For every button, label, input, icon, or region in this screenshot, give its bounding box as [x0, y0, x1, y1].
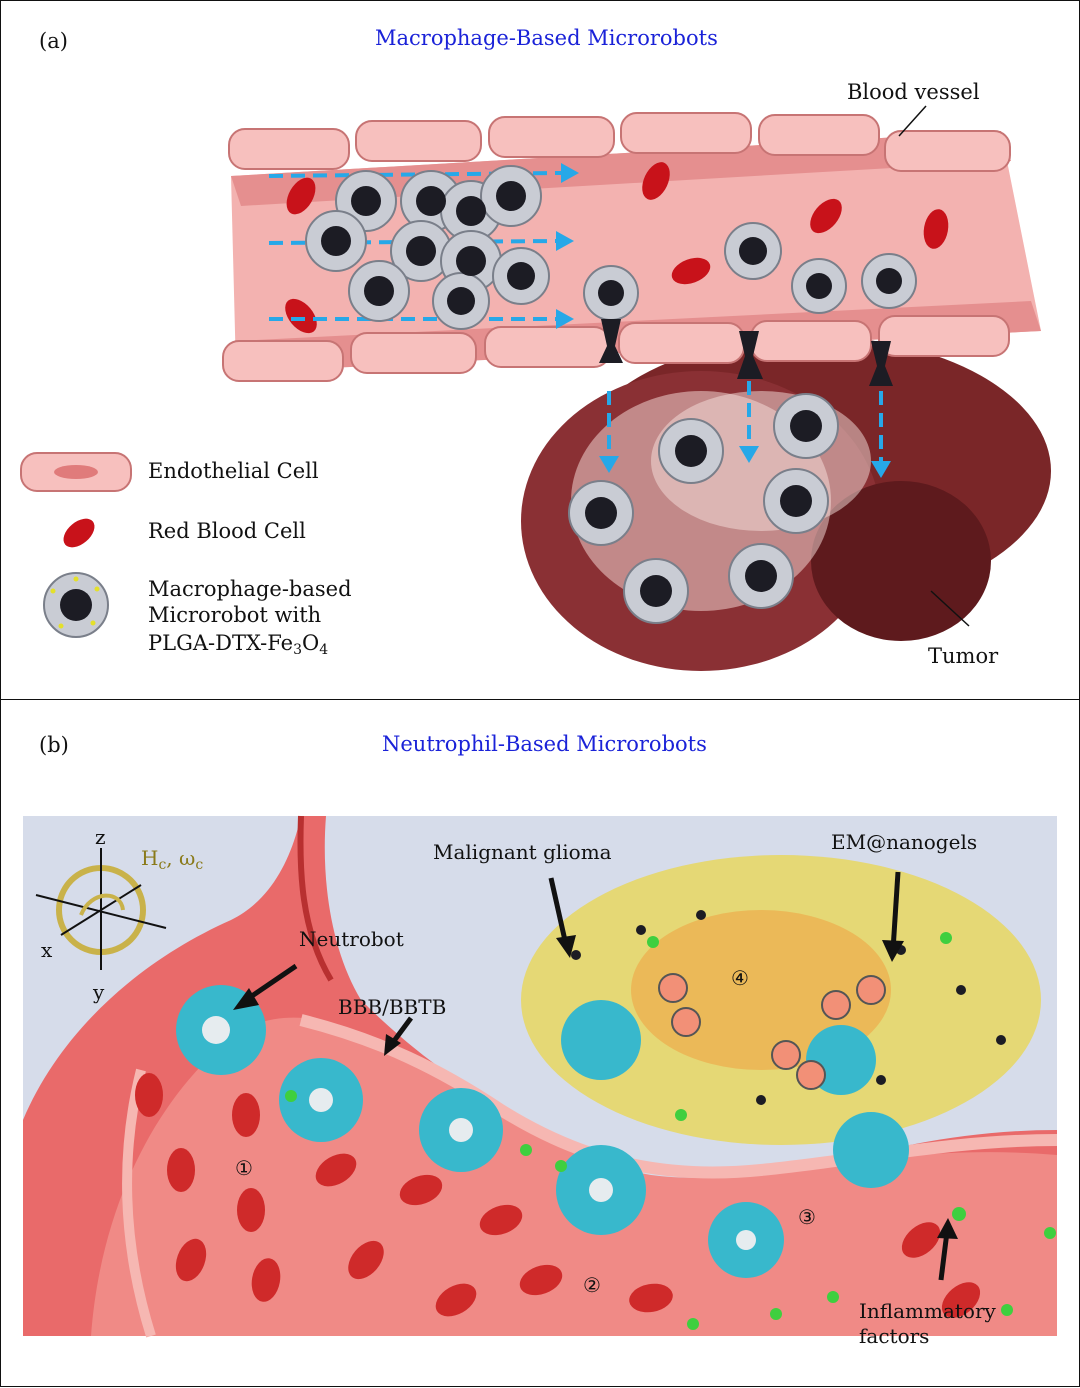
panel-b-letter: (b): [39, 733, 69, 757]
glioma-label: Malignant glioma: [433, 840, 612, 864]
legend-endothelial-label: Endothelial Cell: [148, 459, 319, 483]
legend-microrobot-line1: Macrophage-based: [148, 577, 352, 601]
vessel-red-blood-cells: [285, 162, 949, 334]
axis-y-label: y: [93, 980, 105, 1004]
panel-b: (b) Neutrophil-Based Microrobots: [0, 699, 1080, 1387]
pointer-arrowheads: [233, 935, 958, 1239]
legend-rbc-label: Red Blood Cell: [148, 519, 306, 543]
blood-vessel-leader: [898, 105, 927, 137]
em-nanogels: [658, 973, 886, 1090]
panel-a: (a) Macrophage-Based Microrobots: [0, 0, 1080, 700]
legend-microrobot-icon: [43, 572, 109, 638]
legend-microrobot-formula: PLGA-DTX-Fe3O4: [148, 631, 329, 658]
flow-arrowheads: [556, 163, 891, 478]
axis-z-label: z: [95, 825, 106, 849]
legend-microrobot-line2: Microrobot with: [148, 603, 322, 627]
extravasating-robots: [599, 319, 893, 386]
legend-rbc-icon: [63, 518, 95, 548]
neutrobot-nuclei: [202, 1016, 756, 1250]
inflammatory-factor-dots: [285, 932, 1056, 1330]
legend-endothelial-icon: [20, 452, 132, 492]
field-label: Hc, ωc: [141, 846, 204, 873]
step-1-marker: ①: [235, 1156, 253, 1180]
neutrobot-label: Neutrobot: [299, 927, 404, 951]
panel-b-title: Neutrophil-Based Microrobots: [382, 732, 707, 756]
brain-red-blood-cells: [135, 1073, 981, 1318]
inflammatory-label-line2: factors: [859, 1324, 930, 1348]
bbb-lining: [299, 1014, 1058, 1179]
step-2-marker: ②: [583, 1273, 601, 1297]
bbb-label: BBB/BBTB: [338, 995, 447, 1019]
axis-x-label: x: [41, 938, 53, 962]
step-3-marker: ③: [798, 1205, 816, 1229]
glioma-cluster: [521, 855, 1041, 1145]
magnetic-field-gizmo: [35, 848, 167, 970]
panel-a-letter: (a): [39, 29, 68, 53]
panel-a-title: Macrophage-Based Microrobots: [375, 26, 718, 50]
nanogels-label: EM@nanogels: [831, 830, 978, 854]
neutrophil-illustration: [23, 815, 1058, 1338]
blood-vessel-label: Blood vessel: [847, 80, 980, 104]
macrophage-illustration: [20, 105, 1051, 671]
vessel-lining-left: [122, 1068, 156, 1338]
step-4-marker: ④: [731, 966, 749, 990]
tumor-label: Tumor: [928, 644, 999, 668]
macrophage-microrobots: [305, 165, 917, 624]
inflammatory-label-line1: Inflammatory: [859, 1299, 996, 1323]
tumor-leader: [930, 590, 970, 627]
